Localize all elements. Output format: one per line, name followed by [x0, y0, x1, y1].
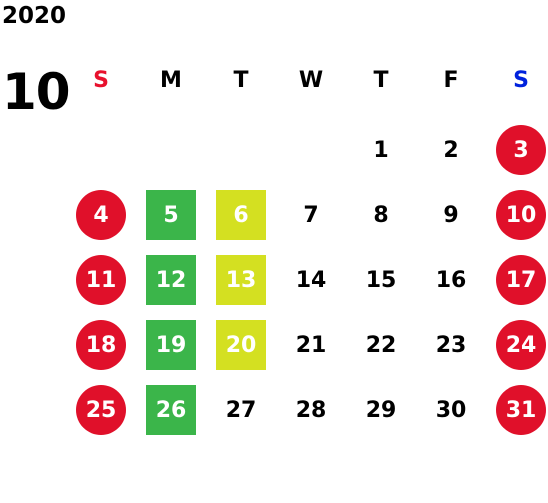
- day-cell-7[interactable]: 7: [303, 202, 319, 228]
- day-cell-12[interactable]: 12: [146, 255, 196, 305]
- day-cell-23[interactable]: 23: [435, 332, 467, 358]
- day-cell-3[interactable]: 3: [496, 125, 546, 175]
- weekday-header-fri: F: [443, 67, 459, 93]
- day-cell-24[interactable]: 24: [496, 320, 546, 370]
- weekday-header-tue: T: [233, 67, 249, 93]
- weekday-header-thu: T: [373, 67, 389, 93]
- day-cell-5[interactable]: 5: [146, 190, 196, 240]
- day-cell-26[interactable]: 26: [146, 385, 196, 435]
- day-cell-30[interactable]: 30: [435, 397, 467, 423]
- weekday-header-sat: S: [513, 67, 529, 93]
- weekday-header-mon: M: [160, 67, 182, 93]
- day-cell-27[interactable]: 27: [225, 397, 257, 423]
- day-cell-8[interactable]: 8: [373, 202, 389, 228]
- day-cell-14[interactable]: 14: [295, 267, 327, 293]
- day-cell-21[interactable]: 21: [295, 332, 327, 358]
- day-cell-4[interactable]: 4: [76, 190, 126, 240]
- day-cell-19[interactable]: 19: [146, 320, 196, 370]
- day-cell-25[interactable]: 25: [76, 385, 126, 435]
- day-cell-2[interactable]: 2: [443, 137, 459, 163]
- calendar-month: 10: [2, 63, 71, 121]
- weekday-header-sun: S: [93, 67, 109, 93]
- calendar-year: 2020: [2, 3, 67, 29]
- day-cell-20[interactable]: 20: [216, 320, 266, 370]
- day-cell-17[interactable]: 17: [496, 255, 546, 305]
- day-cell-28[interactable]: 28: [295, 397, 327, 423]
- day-cell-15[interactable]: 15: [365, 267, 397, 293]
- day-cell-16[interactable]: 16: [435, 267, 467, 293]
- day-cell-18[interactable]: 18: [76, 320, 126, 370]
- day-cell-9[interactable]: 9: [443, 202, 459, 228]
- day-cell-29[interactable]: 29: [365, 397, 397, 423]
- day-cell-11[interactable]: 11: [76, 255, 126, 305]
- day-cell-1[interactable]: 1: [373, 137, 389, 163]
- day-cell-6[interactable]: 6: [216, 190, 266, 240]
- day-cell-31[interactable]: 31: [496, 385, 546, 435]
- day-cell-22[interactable]: 22: [365, 332, 397, 358]
- day-cell-13[interactable]: 13: [216, 255, 266, 305]
- day-cell-10[interactable]: 10: [496, 190, 546, 240]
- weekday-header-wed: W: [298, 67, 324, 93]
